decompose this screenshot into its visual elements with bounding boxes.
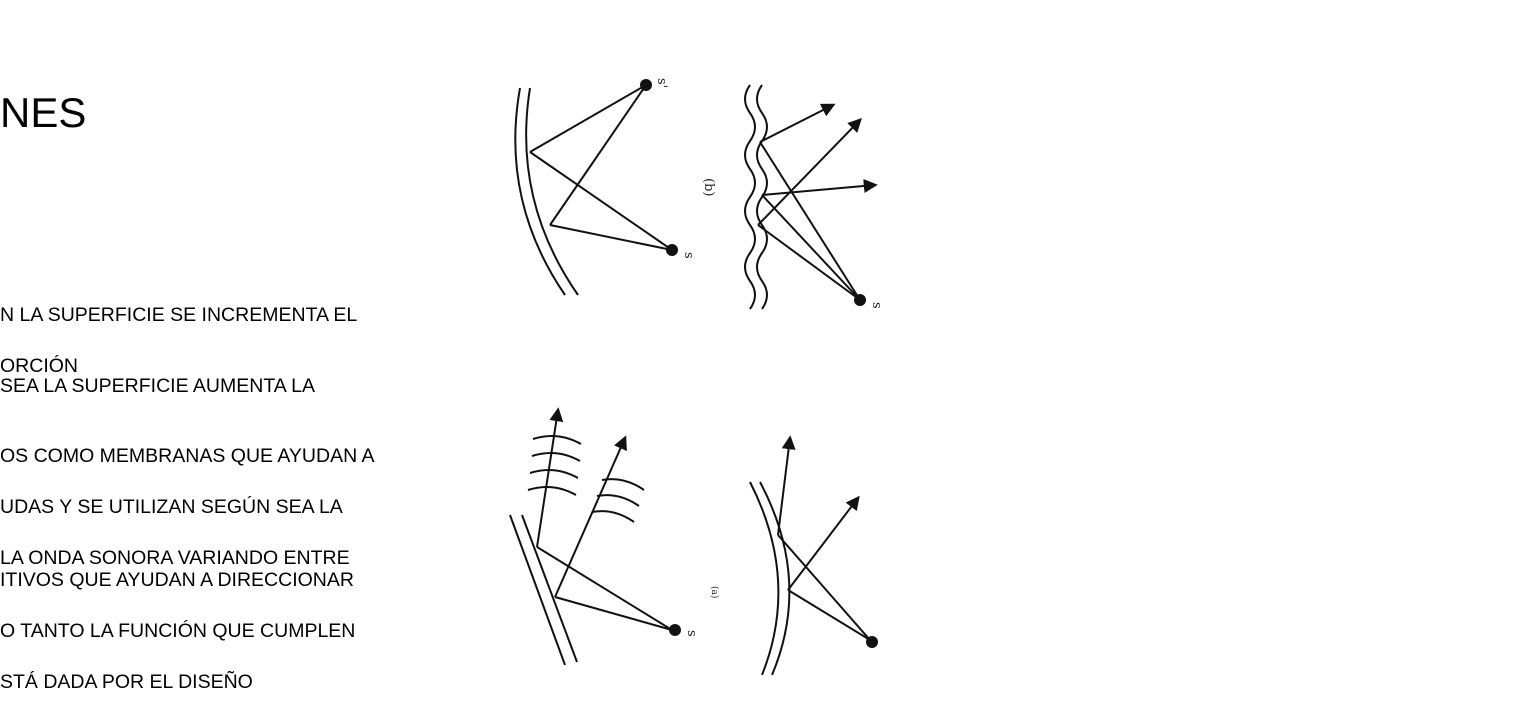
source-dot xyxy=(666,244,678,256)
image-source-label: s' xyxy=(654,78,669,88)
surface-line xyxy=(745,85,755,309)
paragraph-line: N LA SUPERFICIE SE INCREMENTA EL xyxy=(0,307,357,324)
source-label: s xyxy=(681,252,696,259)
wavefront-line xyxy=(602,479,644,490)
surface-line xyxy=(757,85,767,309)
reflection-diagram: s' s (b) s s (a) xyxy=(500,50,900,675)
panel-label: (b) xyxy=(701,178,716,196)
paragraph-diffusers: ITIVOS QUE AYUDAN A DIRECCIONAR O TANTO … xyxy=(0,538,355,708)
reflected-ray xyxy=(555,438,625,597)
concave-reflection-panel xyxy=(515,85,672,295)
ray-line xyxy=(778,535,870,640)
source-dot xyxy=(669,624,681,636)
wavefront-line xyxy=(592,511,634,522)
reflected-ray xyxy=(537,410,558,547)
source-label: s xyxy=(869,302,884,309)
convex-reflection-panel xyxy=(750,438,870,675)
paragraph-line: UDAS Y SE UTILIZAN SEGÚN SEA LA xyxy=(0,499,375,516)
reflected-ray xyxy=(788,498,858,590)
paragraph-surface: SEA LA SUPERFICIE AUMENTA LA xyxy=(0,344,315,412)
ray-line xyxy=(537,547,672,630)
reflected-ray xyxy=(762,185,875,195)
ray-line xyxy=(762,195,860,300)
paragraph-line: O TANTO LA FUNCIÓN QUE CUMPLEN xyxy=(0,623,355,640)
surface-line xyxy=(526,88,578,295)
source-label: s xyxy=(684,630,699,637)
wavefront-line xyxy=(528,487,576,495)
ray-line xyxy=(530,85,646,152)
flat-reflection-panel xyxy=(510,410,672,665)
paragraph-line: STÁ DADA POR EL DISEÑO xyxy=(0,674,355,691)
ray-line xyxy=(550,85,646,225)
wavefront-line xyxy=(597,495,639,506)
ray-line xyxy=(758,225,860,300)
surface-line xyxy=(522,515,577,662)
panel-label: (a) xyxy=(709,586,720,598)
surface-line xyxy=(760,482,789,675)
source-dot xyxy=(854,294,866,306)
source-dot xyxy=(866,636,878,648)
wavefront-line xyxy=(530,470,578,478)
reflected-ray xyxy=(778,438,790,535)
wavefront-line xyxy=(532,453,580,461)
image-source-dot xyxy=(640,79,652,91)
ray-line xyxy=(788,590,870,640)
ray-line xyxy=(760,142,860,300)
paragraph-line: ITIVOS QUE AYUDAN A DIRECCIONAR xyxy=(0,572,355,589)
diffuse-reflection-panel xyxy=(745,85,875,309)
ray-line xyxy=(555,597,672,630)
surface-line xyxy=(515,88,565,295)
wavefront-line xyxy=(533,436,581,444)
reflected-ray xyxy=(760,105,833,142)
slide-title: NES xyxy=(0,92,86,134)
paragraph-line: SEA LA SUPERFICIE AUMENTA LA xyxy=(0,378,315,395)
paragraph-line: OS COMO MEMBRANAS QUE AYUDAN A xyxy=(0,448,375,465)
reflection-diagram-svg: s' s (b) s s (a) xyxy=(500,50,900,675)
